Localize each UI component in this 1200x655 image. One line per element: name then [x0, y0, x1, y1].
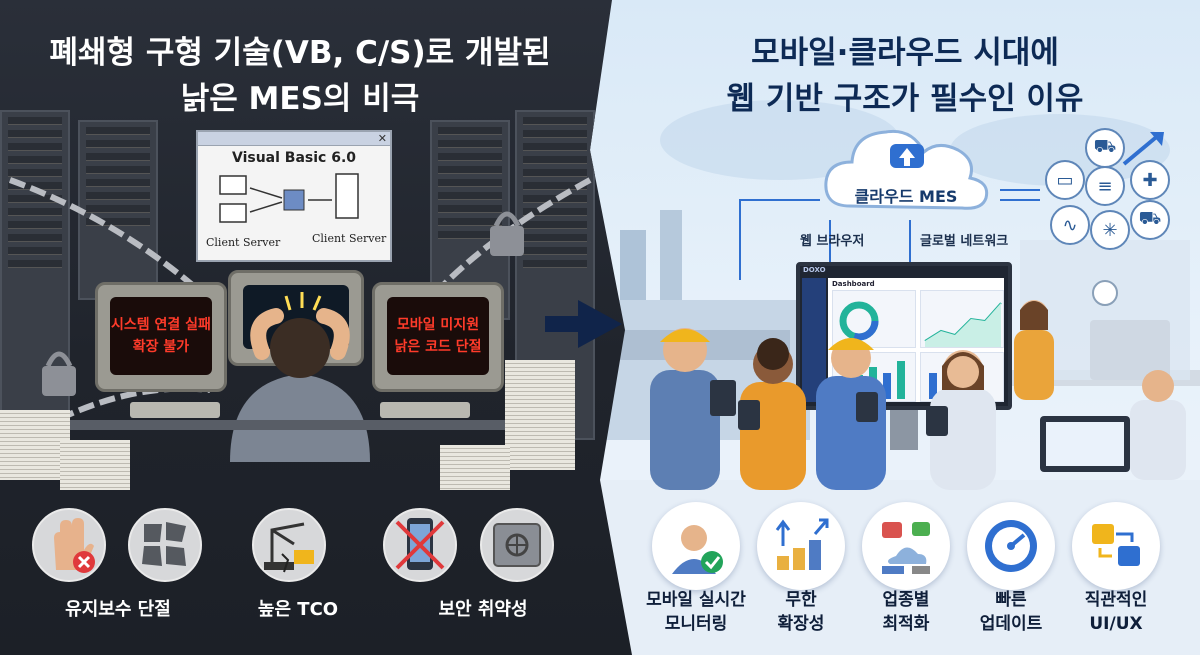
pill-node-icon: ✚ [1130, 160, 1170, 200]
scalability-icon [757, 502, 845, 590]
paper-stack [60, 440, 130, 490]
truck-node-icon: ⛟ [1130, 200, 1170, 240]
feature-caption-update: 빠른 업데이트 [979, 590, 1043, 634]
intuitive-ui-icon [1072, 502, 1160, 590]
browser-label: 웹 브라우저 [800, 234, 865, 249]
growth-arrow-icon [1122, 132, 1164, 166]
safe-lock-icon [480, 508, 554, 582]
server-label: Client Server [312, 232, 387, 245]
dashboard-card-donut [832, 290, 916, 348]
dashboard-card-line [920, 290, 1004, 348]
mobile-monitoring-icon [652, 502, 740, 590]
left-title-line2: 낡은 MES의 비극 [180, 81, 420, 117]
client-label: Client Server [206, 236, 281, 249]
network-node-icon: ✳ [1090, 210, 1130, 250]
cloud-mes-icon [824, 129, 989, 210]
no-mobile-icon [383, 508, 457, 582]
error-screen-right: 모바일 미지원 낡은 코드 단절 [387, 297, 489, 375]
industry-optimization-icon [862, 502, 950, 590]
paper-stack [440, 445, 510, 490]
crane-cost-icon [252, 508, 326, 582]
left-title-line1: 폐쇄형 구형 기술(VB, C/S)로 개발된 [49, 35, 551, 71]
visual-basic-window: ✕ Visual Basic 6.0 Client Server Client … [196, 130, 392, 262]
close-icon: ✕ [377, 132, 387, 145]
keyboard-left [130, 402, 220, 418]
workers-group [650, 328, 996, 490]
server-rack [78, 120, 158, 300]
vb-window-title: Visual Basic 6.0 [231, 150, 357, 166]
caption-tco: 높은 TCO [257, 599, 339, 620]
dashboard-brand: DOXO [803, 266, 826, 274]
left-title: 폐쇄형 구형 기술(VB, C/S)로 개발된 낡은 MES의 비극 [0, 30, 600, 122]
network-label: 글로벌 네트워크 [920, 234, 1009, 249]
dna-node-icon: ∿ [1050, 205, 1090, 245]
feature-caption-ui: 직관적인 UI/UX [1084, 590, 1148, 634]
caption-maintenance: 유지보수 단절 [65, 599, 171, 620]
keyboard-right [380, 402, 470, 418]
network-lines [739, 189, 1040, 280]
database-node-icon: ≡ [1085, 166, 1125, 206]
cloud-mes-label: 클라우드 MES [854, 187, 958, 206]
feature-caption-scalability: 무한 확장성 [777, 590, 825, 634]
right-title-line2: 웹 기반 구조가 필수인 이유 [726, 81, 1084, 117]
error-screen-left: 시스템 연결 실패 확장 불가 [110, 297, 212, 375]
right-title: 모바일·클라우드 시대에 웹 기반 구조가 필수인 이유 [610, 30, 1200, 122]
dashboard-title: Dashboard [832, 280, 875, 288]
paper-stack [0, 410, 70, 480]
vb-titlebar: ✕ [198, 132, 390, 146]
left-panel: ✕ Visual Basic 6.0 Client Server Client … [0, 0, 632, 655]
caption-security: 보안 취약성 [438, 599, 528, 620]
stop-hand-icon [32, 508, 106, 582]
crt-monitor-left: 시스템 연결 실패 확장 불가 [95, 282, 227, 392]
fast-update-icon [967, 502, 1055, 590]
feature-caption-industry: 업종별 최적화 [882, 590, 930, 634]
desk-surface [70, 420, 540, 430]
transition-arrow-shaft [545, 316, 585, 332]
stressed-developer [230, 292, 370, 462]
client-server-diagram [219, 173, 359, 223]
paper-stack [505, 360, 575, 470]
office-workers [1014, 300, 1186, 480]
broken-puzzle-icon [128, 508, 202, 582]
right-title-line1: 모바일·클라우드 시대에 [751, 35, 1059, 71]
car-node-icon: ⛟ [1085, 128, 1125, 168]
dashboard-sidebar [802, 278, 826, 402]
monitor-stand [890, 410, 918, 450]
crt-monitor-right: 모바일 미지원 낡은 코드 단절 [372, 282, 504, 392]
feature-caption-mobile: 모바일 실시간 모니터링 [646, 590, 746, 634]
server-rack [0, 110, 70, 440]
monitor-node-icon: ▭ [1045, 160, 1085, 200]
transition-arrow-icon [578, 300, 622, 348]
